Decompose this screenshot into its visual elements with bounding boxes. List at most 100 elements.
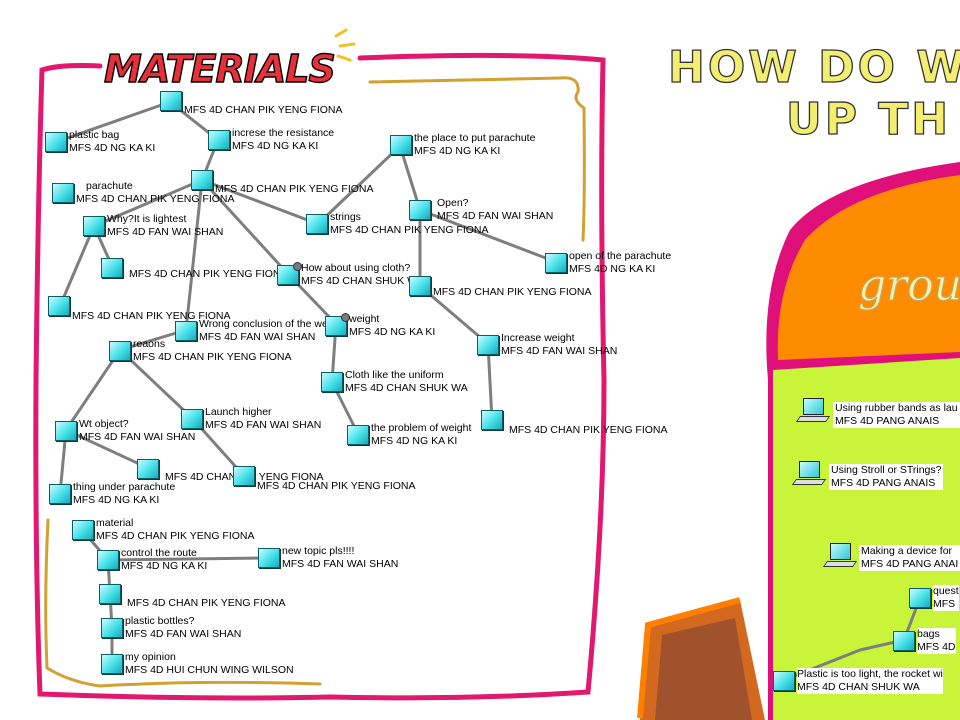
note-icon <box>101 258 123 278</box>
note-title: Wrong conclusion of the web <box>199 318 334 330</box>
note-icon <box>137 459 159 479</box>
note-title: material <box>96 517 134 529</box>
note-icon <box>390 135 412 155</box>
note-author: MFS 4D NG KA KI <box>371 435 458 447</box>
question-title-line2: UP TH <box>786 94 951 145</box>
note-title: Using Stroll or STrings? <box>831 464 942 476</box>
note-icon <box>191 170 213 190</box>
note-icon <box>49 484 71 504</box>
note-title: quest <box>933 585 959 597</box>
rocket-drawing <box>637 162 960 720</box>
note-author: MFS 4D CHAN PIK YENG FIONA <box>184 104 343 116</box>
note-title: strings <box>330 211 361 223</box>
materials-title: MATERIALS <box>104 47 335 91</box>
note-title: plastic bottles? <box>125 615 195 627</box>
note-icon <box>481 410 503 430</box>
note-author: MFS 4D FAN WAI SHAN <box>79 431 196 443</box>
note-title: new topic pls!!!! <box>282 545 355 557</box>
materials-frame-inner-bottom <box>44 518 322 688</box>
note-icon <box>101 654 123 674</box>
note-icon <box>909 588 931 608</box>
note-icon <box>325 313 350 336</box>
note-author: MFS 4D FAN WAI SHAN <box>205 419 322 431</box>
group-note-g1[interactable] <box>795 398 831 424</box>
note-author: MFS 4D CHAN PIK YENG FIONA <box>215 183 374 195</box>
note-title: Increase weight <box>501 332 575 344</box>
note-icon <box>175 321 197 341</box>
note-author: MFS 4D CHAN PIK YENG FIONA <box>509 424 668 436</box>
note-title: the problem of weight <box>371 422 472 434</box>
note-icon <box>893 631 915 651</box>
materials-frame-inner <box>368 76 586 242</box>
note-author: MFS 4D CHAN PIK YENG FIONA <box>72 310 231 322</box>
note-icon <box>409 276 431 296</box>
ground-word: grou <box>858 260 960 311</box>
note-title: How about using cloth? <box>301 262 411 274</box>
note-icon <box>258 548 280 568</box>
note-author: MFS 4D FAN WAI SHAN <box>437 210 554 222</box>
note-author: MFS 4D CHAN PIK YENG FIONA <box>433 286 592 298</box>
note-author: MFS 4D CHAN PIK YENG FIONA <box>257 480 416 492</box>
note-icon <box>97 550 119 570</box>
laptop-icon <box>830 543 851 560</box>
laptop-icon <box>799 461 820 478</box>
note-author: MFS 4D NG KA KI <box>569 263 656 275</box>
group-note-g2[interactable] <box>791 461 827 487</box>
note-icon <box>208 130 230 150</box>
note-title: bags <box>917 628 940 640</box>
note-author: MFS 4D CHAN PIK YENG FIONA <box>129 268 288 280</box>
note-icon <box>773 671 795 691</box>
note-author: MFS 4D PANG ANAIS <box>831 477 936 489</box>
note-title: plastic bag <box>69 129 120 141</box>
note-author: MFS 4D FAN WAI SHAN <box>501 345 618 357</box>
note-icon <box>52 183 74 203</box>
note-author: MFS 4D CHAN PIK YENG FIONA <box>330 224 489 236</box>
note-title: weight <box>349 313 380 325</box>
note-author: MFS 4D NG KA KI <box>69 142 156 154</box>
note-icon <box>181 409 203 429</box>
note-title: the place to put parachute <box>414 132 536 144</box>
note-author: MFS 4D NG KA KI <box>73 494 160 506</box>
note-author: MFS 4D CHAN PIK YENG FIONA <box>127 597 286 609</box>
note-title: Plastic is too light, the rocket wi <box>797 668 943 680</box>
note-author: MFS 4D HUI CHUN WING WILSON <box>125 664 294 676</box>
note-icon <box>306 214 328 234</box>
note-author: MFS 4D CHAN SHUK WA <box>301 275 424 287</box>
note-title: Wt object? <box>79 418 129 430</box>
note-icon <box>321 372 343 392</box>
laptop-icon <box>803 398 824 415</box>
note-author: MFS 4D <box>917 641 956 653</box>
note-title: control the route <box>121 547 197 559</box>
note-title: parachute <box>86 180 133 192</box>
group-note-g3[interactable] <box>822 543 858 569</box>
note-title: Why?It is lightest <box>107 213 187 225</box>
note-author: MFS 4D PANG ANAI <box>861 558 959 570</box>
note-icon <box>83 216 105 236</box>
note-title: increse the resistance <box>232 127 335 139</box>
note-icon <box>99 584 121 604</box>
note-title: Using rubber bands as lau <box>835 402 958 414</box>
note-icon <box>477 335 499 355</box>
note-icon <box>545 253 567 273</box>
note-title: Open? <box>437 197 469 209</box>
question-title-line1: HOW DO W <box>668 42 960 93</box>
note-title: Making a device for <box>861 545 953 557</box>
note-icon <box>101 618 123 638</box>
note-icon <box>233 466 255 486</box>
note-author: MFS 4D FAN WAI SHAN <box>199 331 316 343</box>
note-author: MFS 4D PANG ANAIS <box>835 415 940 427</box>
note-icon <box>409 200 431 220</box>
note-author: MFS 4D NG KA KI <box>232 140 319 152</box>
note-author: MFS 4D CHAN SHUK WA <box>345 382 468 394</box>
note-title: my opinion <box>125 651 176 663</box>
note-icon <box>45 132 67 152</box>
note-title: open of the parachute <box>569 250 672 262</box>
group-note-g2-label: Using Stroll or STrings?MFS 4D PANG ANAI… <box>829 464 944 490</box>
note-author: MFS 4D FAN WAI SHAN <box>125 628 242 640</box>
note-title: reaons <box>133 338 166 350</box>
note-icon <box>48 296 70 316</box>
note-author: MFS 4D NG KA KI <box>414 145 501 157</box>
materials-frame <box>33 52 607 701</box>
